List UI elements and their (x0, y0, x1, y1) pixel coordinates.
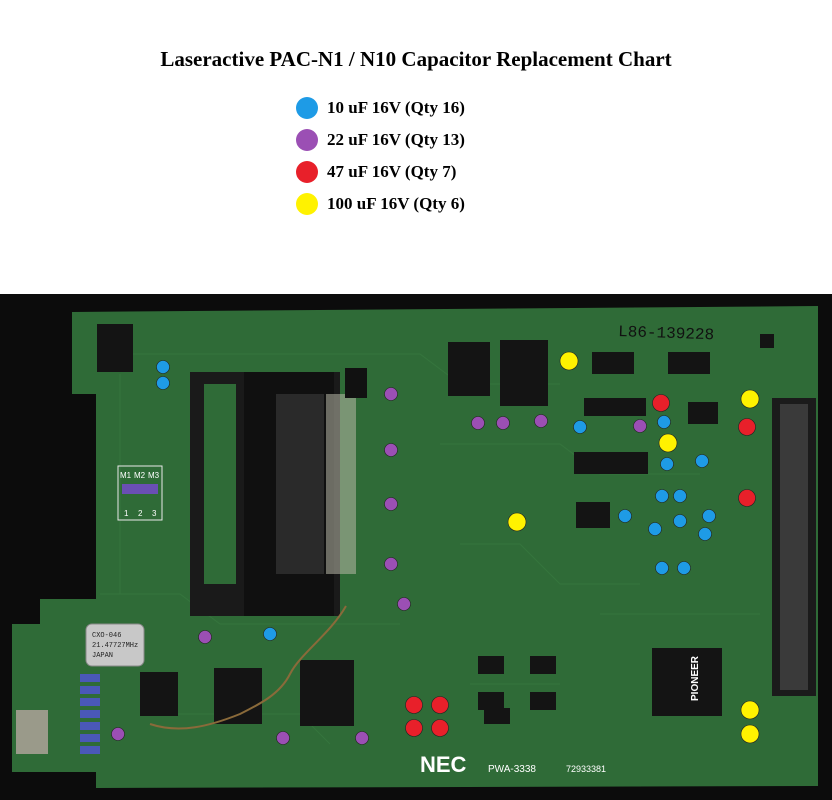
crystal-label-2: 21.47727MHz (92, 642, 138, 650)
ic-chip-15 (478, 692, 504, 710)
ic-chip-17 (484, 708, 510, 724)
cap-100uf-marker (507, 512, 527, 532)
pcb-board: M1 M2 M3 1 2 3 L86-139228 CXO-046 21.477… (0, 294, 832, 800)
board-part-number: PWA-3338 (488, 764, 536, 775)
cartridge-slot (190, 368, 367, 616)
cap-22uf-marker (397, 597, 411, 611)
legend: 10 uF 16V (Qty 16) 22 uF 16V (Qty 13) 47… (296, 92, 465, 220)
ic-chip-9 (760, 334, 774, 348)
cap-100uf-marker (658, 433, 678, 453)
crystal-label-3: JAPAN (92, 652, 113, 660)
capacitor-markers (111, 351, 760, 745)
cap-10uf-marker (702, 509, 716, 523)
cap-22uf-marker (633, 419, 647, 433)
switch-label-m2: M2 (134, 471, 146, 480)
legend-label-10uf: 10 uF 16V (Qty 16) (327, 98, 465, 117)
jumper-wire (149, 605, 347, 730)
legend-item-22uf: 22 uF 16V (Qty 13) (296, 124, 465, 156)
cap-10uf-marker (655, 489, 669, 503)
cap-22uf-marker (384, 387, 398, 401)
ic-chip-12 (300, 660, 354, 726)
ic-chip-8 (576, 502, 610, 528)
cap-47uf-marker (652, 394, 670, 412)
legend-label-100uf: 100 uF 16V (Qty 6) (327, 194, 465, 213)
cap-10uf-marker (573, 420, 587, 434)
ic-chip-7 (574, 452, 648, 474)
red-dot-icon (296, 161, 318, 183)
cap-10uf-marker (263, 627, 277, 641)
ic-chip-2 (500, 340, 548, 406)
legend-item-10uf: 10 uF 16V (Qty 16) (296, 92, 465, 124)
cap-47uf-marker (405, 696, 423, 714)
cap-10uf-marker (156, 360, 170, 374)
ic-chip-16 (530, 692, 556, 710)
switch-number-3: 3 (152, 509, 157, 518)
cap-100uf-marker (740, 724, 760, 744)
pioneer-chip: PIONEER (652, 648, 722, 716)
nec-logo: NEC (420, 752, 467, 777)
cap-22uf-marker (496, 416, 510, 430)
ic-chip-10 (140, 672, 178, 716)
dip-switch: M1 M2 M3 1 2 3 (117, 465, 163, 521)
ic-chip-1 (448, 342, 490, 396)
cap-47uf-marker (431, 696, 449, 714)
cap-10uf-marker (698, 527, 712, 541)
ic-chip-4 (668, 352, 710, 374)
handwritten-label: L86-139228 (618, 323, 715, 344)
purple-dot-icon (296, 129, 318, 151)
cap-10uf-marker (655, 561, 669, 575)
cap-22uf-marker (198, 630, 212, 644)
cap-47uf-marker (405, 719, 423, 737)
board-serial: 72933381 (566, 764, 606, 774)
switch-number-1: 1 (124, 509, 129, 518)
legend-item-100uf: 100 uF 16V (Qty 6) (296, 188, 465, 220)
switch-label-m1: M1 (120, 471, 132, 480)
cap-10uf-marker (660, 457, 674, 471)
cap-10uf-marker (618, 509, 632, 523)
cap-100uf-marker (740, 700, 760, 720)
crystal-label-1: CXO-046 (92, 632, 121, 640)
ic-chip-top-left (97, 324, 133, 372)
cap-10uf-marker (648, 522, 662, 536)
chart-title: Laseractive PAC-N1 / N10 Capacitor Repla… (160, 47, 672, 71)
cap-10uf-marker (677, 561, 691, 575)
cap-22uf-marker (111, 727, 125, 741)
ic-chip-5 (584, 398, 646, 416)
legend-label-47uf: 47 uF 16V (Qty 7) (327, 162, 457, 181)
cap-10uf-marker (657, 415, 671, 429)
cap-22uf-marker (276, 731, 290, 745)
blue-dot-icon (296, 97, 318, 119)
switch-label-m3: M3 (148, 471, 160, 480)
cap-47uf-marker (738, 418, 756, 436)
ic-chip-3 (592, 352, 634, 374)
switch-number-2: 2 (138, 509, 143, 518)
cap-22uf-marker (355, 731, 369, 745)
legend-label-22uf: 22 uF 16V (Qty 13) (327, 130, 465, 149)
cap-47uf-marker (431, 719, 449, 737)
cap-47uf-marker (738, 489, 756, 507)
edge-connector (772, 398, 816, 696)
ic-chip-14 (530, 656, 556, 674)
cap-22uf-marker (384, 497, 398, 511)
pioneer-label: PIONEER (690, 655, 701, 701)
yellow-dot-icon (296, 193, 318, 215)
cap-22uf-marker (534, 414, 548, 428)
cap-10uf-marker (156, 376, 170, 390)
cap-10uf-marker (673, 514, 687, 528)
legend-item-47uf: 47 uF 16V (Qty 7) (296, 156, 465, 188)
audio-jack (16, 710, 48, 754)
ic-chip-6 (688, 402, 718, 424)
cap-100uf-marker (740, 389, 760, 409)
pin-header (80, 674, 100, 754)
cap-10uf-marker (695, 454, 709, 468)
cap-10uf-marker (673, 489, 687, 503)
crystal-oscillator: CXO-046 21.47727MHz JAPAN (85, 623, 145, 667)
pcb-photo: M1 M2 M3 1 2 3 L86-139228 CXO-046 21.477… (0, 294, 832, 800)
cap-100uf-marker (559, 351, 579, 371)
ic-chip-13 (478, 656, 504, 674)
cap-22uf-marker (384, 557, 398, 571)
cap-22uf-marker (471, 416, 485, 430)
cap-22uf-marker (384, 443, 398, 457)
